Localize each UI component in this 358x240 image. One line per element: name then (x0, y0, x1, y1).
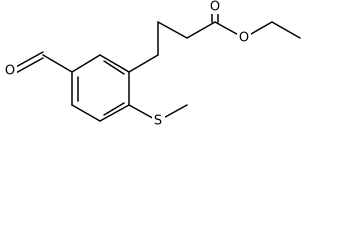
ester-oxygen-bg (237, 31, 251, 46)
aldehyde-oxygen-label: O (5, 64, 15, 79)
bond-aldehyde-c-ring (42, 54, 73, 73)
bond-ring-3 (99, 104, 130, 122)
aldehyde-oxygen-bg (3, 63, 17, 79)
molecule-canvas: O O O S (3, 0, 301, 129)
structure-drawing: O O O S (3, 0, 301, 129)
bond-aldehyde-c-o-1 (13, 51, 44, 69)
sulfur-label: S (154, 114, 162, 129)
bond-aldehyde-c-o-2 (13, 57, 44, 75)
bond-ring-inner-3 (103, 60, 125, 75)
carbonyl-oxygen-label: O (210, 0, 220, 15)
ester-oxygen-label: O (239, 31, 249, 46)
sulfur-bg (152, 113, 165, 129)
bond-ring-2 (71, 104, 101, 122)
bond-chain-3 (157, 21, 188, 39)
bond-ethyl-2 (271, 21, 301, 39)
bond-ring-6 (71, 54, 101, 73)
carbonyl-oxygen-bg (208, 0, 222, 14)
bond-ring-inner-2 (103, 102, 125, 116)
bond-chain-4 (186, 21, 216, 39)
bond-ring-5 (99, 54, 130, 73)
bond-chain-1 (128, 54, 159, 73)
